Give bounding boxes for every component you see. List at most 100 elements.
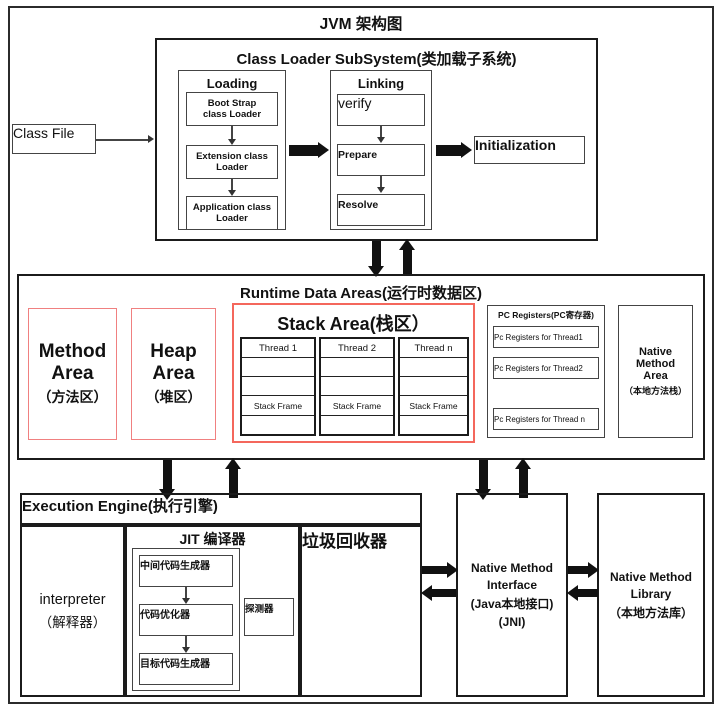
linking-to-initialization-arrowhead-icon — [461, 142, 472, 158]
thread-2-name: Thread 2 — [321, 339, 393, 359]
method-area-box: Method Area （方法区） — [28, 308, 117, 440]
code-optimizer-box: 代码优化器 — [139, 604, 233, 636]
nmi-to-runtime-arrow-shaft — [519, 466, 528, 498]
native-method-library-label-line1: Native Method — [609, 569, 692, 584]
class-file-label: Class File — [13, 125, 75, 141]
thread-column-1: Thread 1 Stack Frame — [240, 337, 316, 436]
native-method-library-label-line3: （本地方法库） — [608, 605, 693, 620]
heap-area-label-line3: （堆区） — [145, 389, 202, 405]
method-area-label-line1: Method — [38, 341, 107, 362]
target-code-generator-label: 目标代码生成器 — [140, 659, 210, 670]
pc-registers-thread-n-label: Pc Registers for Thread n — [494, 415, 586, 424]
engine-to-runtime-arrow-shaft — [229, 466, 238, 498]
class-file-box: Class File — [12, 124, 96, 154]
linking-connector-1 — [380, 126, 382, 140]
target-code-generator-box: 目标代码生成器 — [139, 653, 233, 685]
thread-n-stack-frame: Stack Frame — [400, 396, 467, 416]
pc-registers-thread-2-box: Pc Registers for Thread2 — [493, 357, 599, 379]
heap-area-label-line1: Heap — [150, 341, 197, 362]
stack-area-box — [232, 303, 475, 443]
thread-1-name: Thread 1 — [242, 339, 314, 359]
thread-column-2: Thread 2 Stack Frame — [319, 337, 395, 436]
garbage-collector-label: 垃圾回收器 — [302, 532, 387, 551]
diagram-title: JVM 架构图 — [319, 16, 403, 33]
loading-connector-1 — [231, 126, 233, 142]
bootstrap-class-loader-box: Boot Strap class Loader — [186, 92, 278, 126]
method-area-label-line3: （方法区） — [37, 389, 108, 405]
nmi-to-gc-arrow-shaft — [431, 589, 456, 597]
loading-connector-2 — [231, 179, 233, 193]
loader-to-runtime-arrow-shaft — [372, 241, 381, 269]
thread-2-empty-row-1 — [321, 358, 393, 378]
jit-connector-1 — [185, 587, 187, 601]
thread-1-slot-row — [242, 416, 314, 434]
native-method-area-label-line1: Native — [638, 346, 673, 358]
bootstrap-class-loader-label-line2: class Loader — [202, 109, 262, 120]
resolve-label: Resolve — [338, 199, 379, 211]
initialization-label: Initialization — [475, 137, 556, 153]
garbage-collector-box: 垃圾回收器 — [300, 525, 422, 697]
jit-connector-1-arrowhead-icon — [182, 598, 190, 604]
jit-pipeline-group — [132, 548, 240, 691]
method-area-label-line2: Area — [51, 363, 94, 384]
initialization-box: Initialization — [474, 136, 585, 164]
native-method-interface-label-line3: (Java本地接口) — [470, 597, 554, 611]
class-loader-subsystem-title: Class Loader SubSystem(类加载子系统) — [236, 51, 517, 68]
pc-registers-thread-1-label: Pc Registers for Thread1 — [494, 333, 583, 342]
pc-registers-group — [487, 305, 605, 438]
prepare-label: Prepare — [338, 149, 378, 161]
heap-area-label-line2: Area — [152, 363, 195, 384]
thread-1-stack-frame: Stack Frame — [242, 396, 314, 416]
pc-registers-title: PC Registers(PC寄存器) — [498, 310, 594, 320]
jit-connector-2 — [185, 636, 187, 650]
extension-class-loader-label-line1: Extension class — [196, 151, 268, 162]
native-method-interface-label-line1: Native Method — [470, 561, 553, 575]
heap-area-box: Heap Area （堆区） — [131, 308, 216, 440]
thread-2-empty-row-2 — [321, 377, 393, 397]
verify-box: verify — [337, 94, 425, 126]
verify-label: verify — [338, 95, 372, 111]
thread-1-empty-row-2 — [242, 377, 314, 397]
native-method-area-label-line2: Method — [635, 358, 676, 370]
native-method-library-label-line2: Library — [630, 586, 672, 601]
thread-2-stack-frame: Stack Frame — [321, 396, 393, 416]
native-method-area-box: Native Method Area （本地方法栈） — [618, 305, 693, 438]
loader-to-runtime-arrowhead-icon — [368, 266, 384, 277]
profiler-box: 探测器 — [244, 598, 294, 636]
engine-to-runtime-arrowhead-icon — [225, 458, 241, 469]
pc-registers-thread-1-box: Pc Registers for Thread1 — [493, 326, 599, 348]
interpreter-label-line1: interpreter — [39, 591, 106, 608]
extension-class-loader-box: Extension class Loader — [186, 145, 278, 179]
profiler-label: 探测器 — [245, 604, 274, 615]
jit-connector-2-arrowhead-icon — [182, 647, 190, 653]
application-class-loader-label-line2: Loader — [216, 213, 248, 224]
thread-n-empty-row-2 — [400, 377, 467, 397]
native-method-library-box: Native Method Library （本地方法库） — [597, 493, 705, 697]
runtime-to-loader-arrowhead-icon — [399, 239, 415, 250]
prepare-box: Prepare — [337, 144, 425, 176]
bootstrap-class-loader-label-line1: Boot Strap — [207, 98, 257, 109]
jit-compiler-title: JIT 编译器 — [179, 531, 246, 547]
loading-title: Loading — [206, 76, 258, 91]
linking-group — [330, 70, 432, 230]
thread-column-n: Thread n Stack Frame — [398, 337, 469, 436]
loading-connector-1-arrowhead-icon — [228, 139, 236, 145]
linking-connector-2 — [380, 176, 382, 190]
gc-to-nmi-arrow-shaft — [422, 566, 448, 574]
library-to-nmi-arrow-shaft — [577, 589, 598, 597]
thread-n-empty-row-1 — [400, 358, 467, 378]
runtime-to-nmi-arrow-shaft — [479, 460, 488, 492]
gc-to-nmi-arrowhead-icon — [447, 562, 458, 578]
pc-registers-thread-n-box: Pc Registers for Thread n — [493, 408, 599, 430]
interpreter-label-line2: （解释器） — [38, 614, 107, 630]
native-method-area-label-line3: Area — [643, 370, 668, 382]
library-to-nmi-arrowhead-icon — [567, 585, 578, 601]
jit-compiler-cell — [125, 525, 300, 697]
native-method-interface-box: Native Method Interface (Java本地接口) (JNI) — [456, 493, 568, 697]
native-method-area-label-line4: （本地方法栈） — [623, 386, 687, 396]
nmi-to-library-arrowhead-icon — [588, 562, 599, 578]
linking-connector-2-arrowhead-icon — [377, 187, 385, 193]
execution-engine-title-bar: Execution Engine(执行引擎) — [20, 493, 422, 525]
extension-class-loader-label-line2: Loader — [216, 162, 248, 173]
